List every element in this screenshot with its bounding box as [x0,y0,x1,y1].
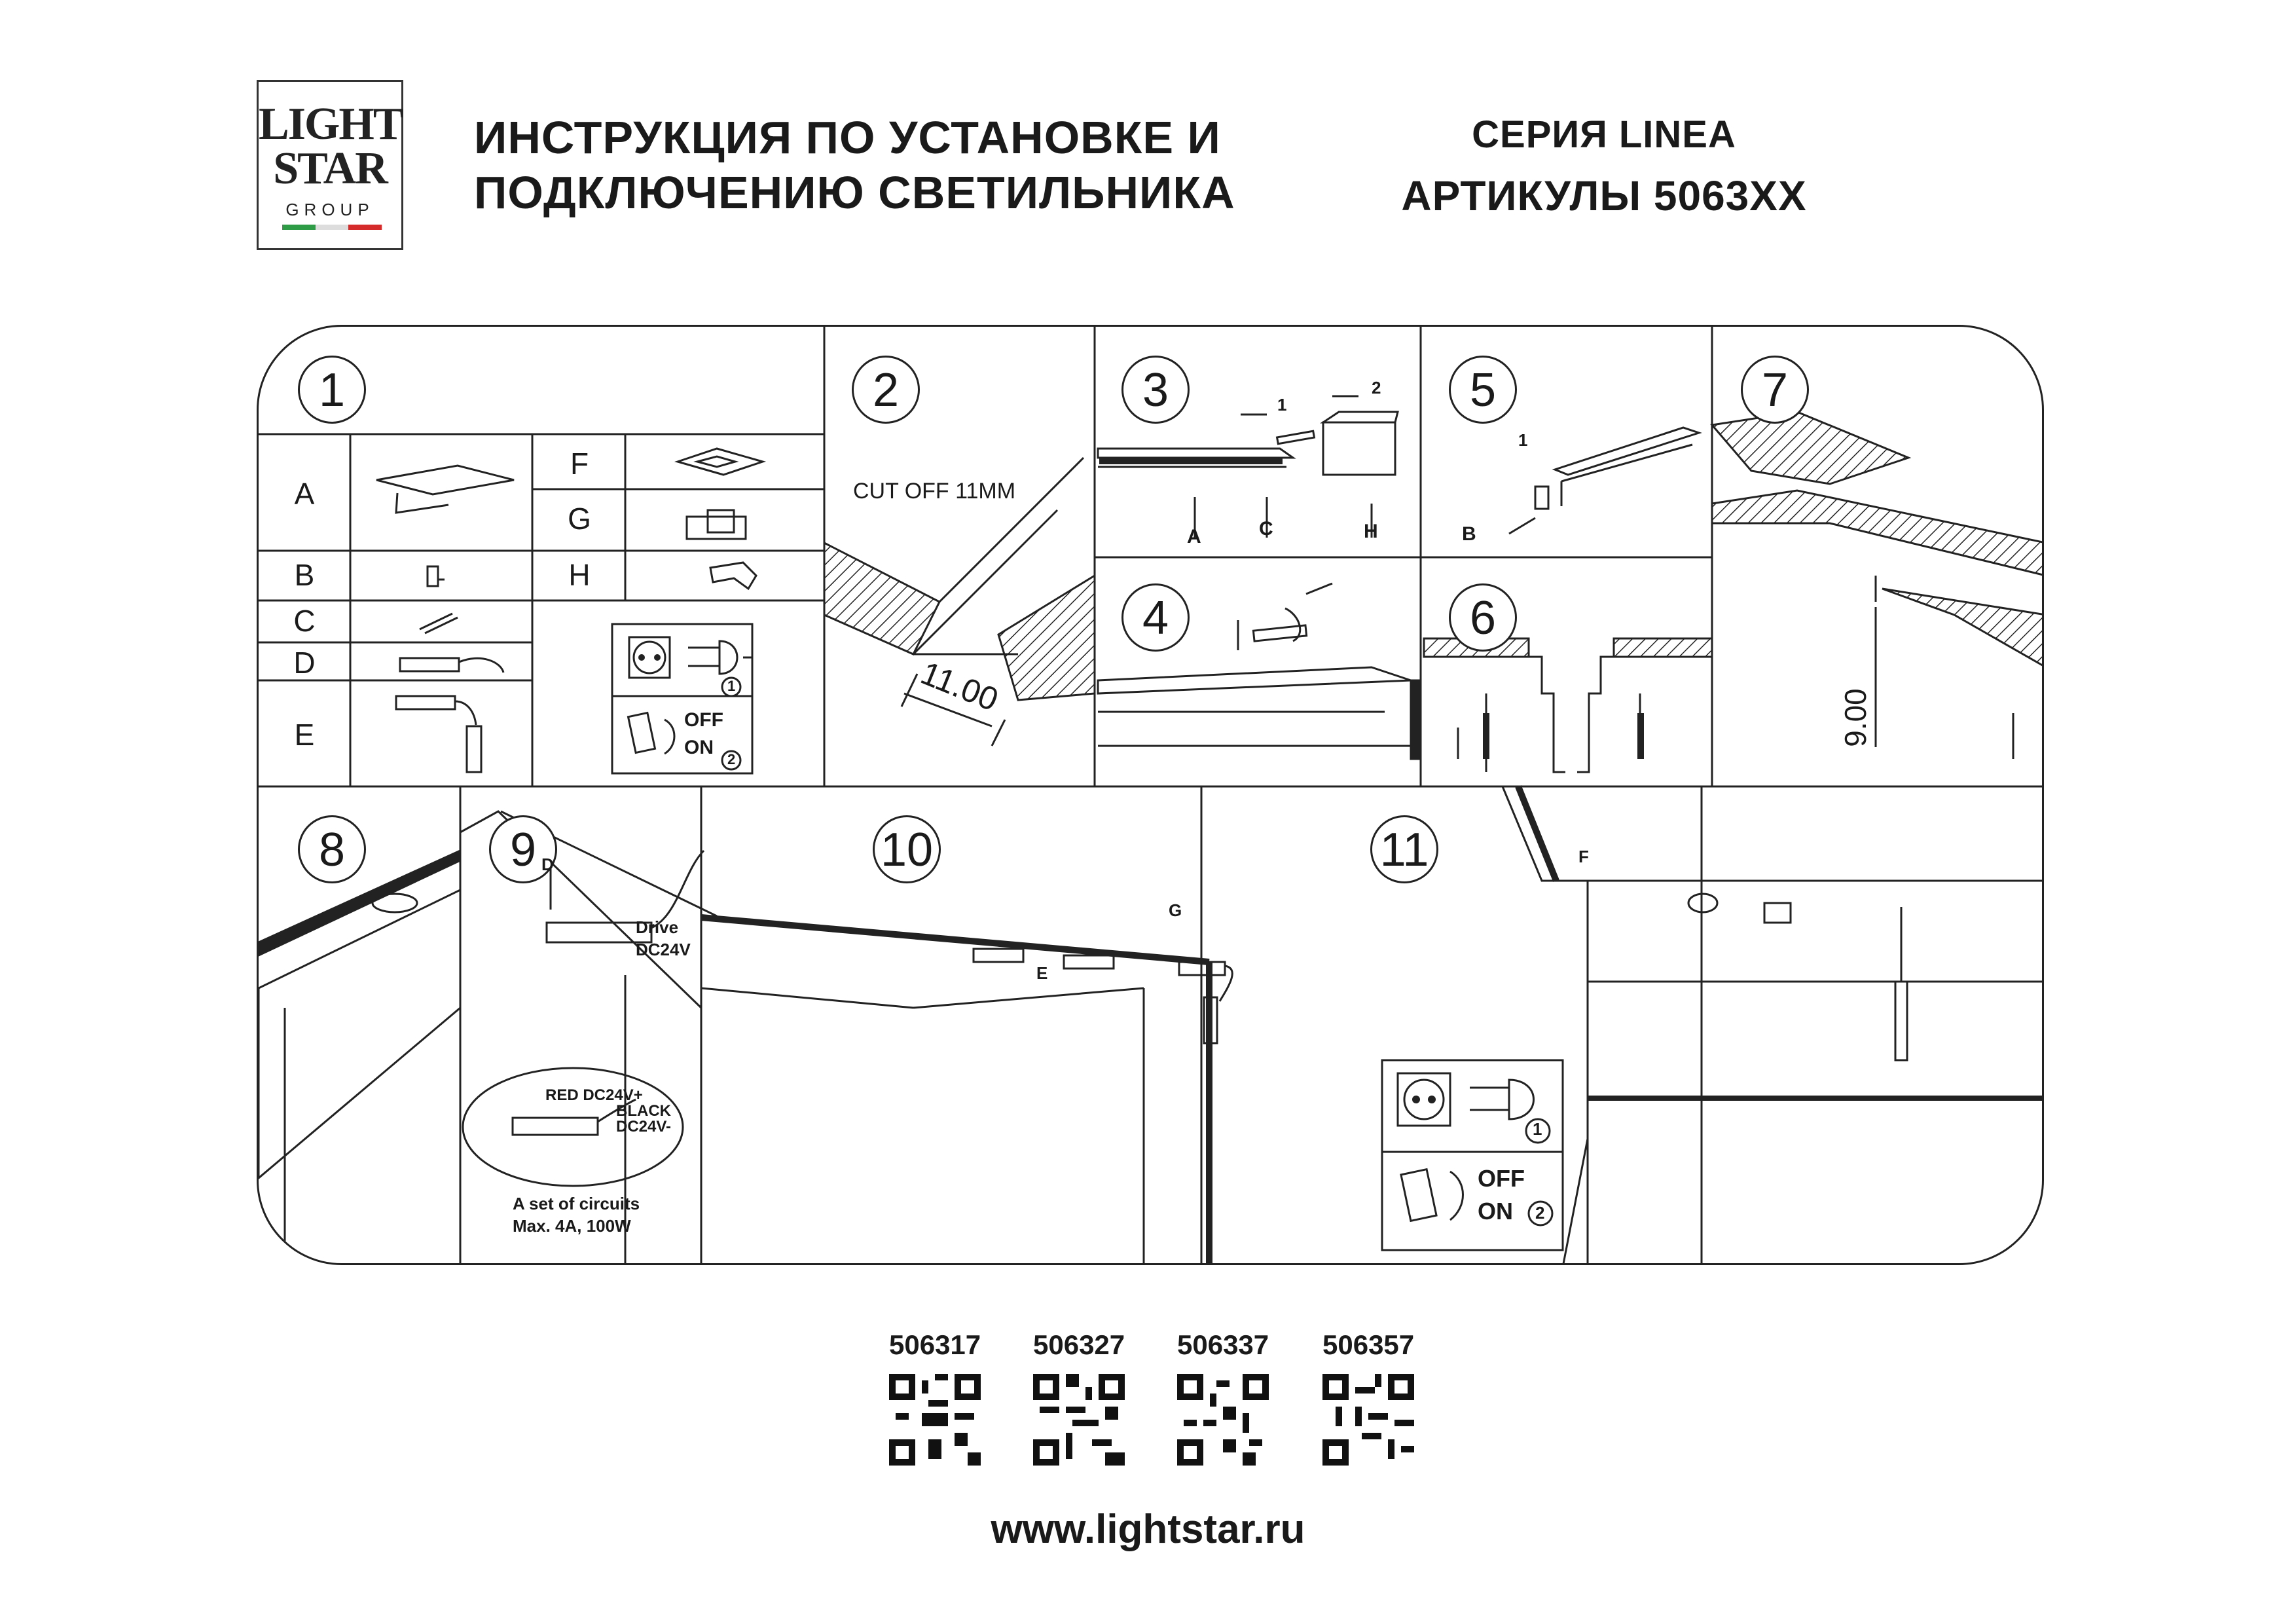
drive-label: Drive [636,917,679,937]
step3-part-h: H [1364,521,1378,542]
part-g-label: G [568,502,591,536]
part-d-label: D [293,646,316,680]
power11-off-label: OFF [1478,1165,1525,1192]
step5-order-1: 1 [1518,430,1528,450]
power-on-label: ON [684,737,714,758]
power-off-label: OFF [684,709,723,731]
instruction-panel: 1 2 3 4 5 6 7 8 9 10 11 A B C D E F G H … [257,325,2044,1265]
part-e-label: E [294,718,315,752]
step-7-number: 7 [1741,356,1809,424]
circuit-max-label: Max. 4A, 100W [513,1216,631,1236]
part-b-label: B [294,558,315,592]
power11-on-label: ON [1478,1198,1513,1225]
red-wire-label: RED DC24V+ [545,1086,643,1104]
part-c-label: C [293,604,316,638]
part-h-label: H [568,558,591,592]
step-3-number: 3 [1121,356,1190,424]
article-code-3: 506337 [1177,1329,1269,1360]
part-f-label: F [570,447,589,481]
articles-label: АРТИКУЛЫ 5063XX [1401,172,1807,219]
step-2-number: 2 [852,356,920,424]
qr-code-506317[interactable] [889,1374,981,1466]
step3-part-c: C [1259,518,1273,540]
qr-code-506357[interactable] [1322,1374,1414,1466]
drive-voltage-label: DC24V [636,940,691,959]
italian-flag-stripe [282,225,382,230]
logo-line1: LIGHT [259,99,404,149]
power11-step-2-label: 2 [1535,1203,1545,1223]
power11-step-1-label: 1 [1533,1119,1542,1139]
cut-off-label: CUT OFF 11MM [853,479,1016,504]
page-title-line2: ПОДКЛЮЧЕНИЮ СВЕТИЛЬНИКА [474,167,1235,218]
circuit-set-label: A set of circuits [513,1194,640,1213]
step-6-number: 6 [1449,583,1517,652]
step-10-number: 10 [873,815,941,883]
step-4-number: 4 [1121,583,1190,652]
step-11-number: 11 [1370,815,1438,883]
step10-part-g: G [1169,900,1182,920]
brand-logo: LIGHT STAR GROUP [257,80,404,250]
logo-line2: STAR [273,143,388,194]
series-label: СЕРИЯ LINEA [1472,113,1736,156]
article-code-2: 506327 [1033,1329,1125,1360]
article-code-4: 506357 [1322,1329,1415,1360]
step11-part-f: F [1578,847,1589,866]
instruction-drawings [259,327,2042,1263]
qr-code-506327[interactable] [1033,1374,1125,1466]
step-5-number: 5 [1449,356,1517,424]
logo-line3: GROUP [285,200,374,219]
article-code-1: 506317 [889,1329,981,1360]
qr-code-506337[interactable] [1177,1374,1269,1466]
page-title-line1: ИНСТРУКЦИЯ ПО УСТАНОВКЕ И [474,112,1221,163]
step-8-number: 8 [298,815,366,883]
black-wire-label: BLACK [616,1102,671,1120]
step3-order-2: 2 [1372,378,1381,397]
part-a-label: A [294,477,315,511]
mount-gap-dimension: 9.00 [1838,688,1872,747]
step3-part-a: A [1187,526,1201,547]
website-link[interactable]: www.lightstar.ru [991,1507,1305,1552]
step10-part-e: E [1036,963,1048,983]
power-step-1-label: 1 [727,678,736,694]
step-1-number: 1 [298,356,366,424]
step3-order-1: 1 [1277,395,1287,415]
power-step-2-label: 2 [727,751,736,767]
step-9-number: 9 [489,815,557,883]
step9-part-d: D [541,855,554,874]
step5-part-b: B [1462,523,1476,545]
black-wire-voltage: DC24V- [616,1118,672,1135]
